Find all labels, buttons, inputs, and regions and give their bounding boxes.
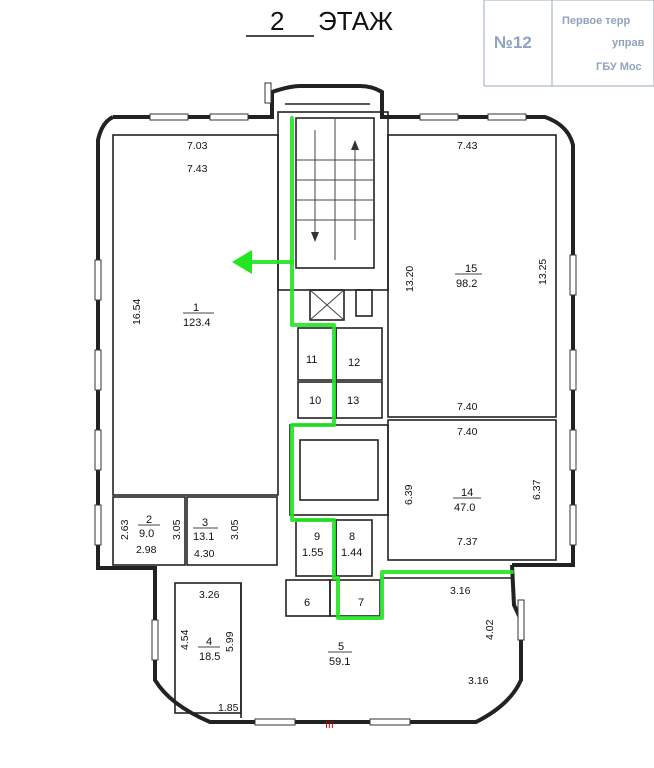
- room-9-number: 9: [314, 531, 320, 543]
- stamp-line1: Первое терр: [562, 15, 630, 27]
- stair-tag: III: [325, 719, 334, 731]
- room-12-number: 12: [348, 357, 360, 369]
- room-8-number: 8: [349, 531, 355, 543]
- dim-r2-left: 2.63: [119, 519, 131, 540]
- dimension-labels: 7.03 7.43 16.54 7.43 13.20 13.25 7.40 7.…: [119, 140, 549, 731]
- dim-r14-bottom: 7.37: [457, 536, 478, 548]
- dim-r15-bottom: 7.40: [457, 401, 478, 413]
- windows: [94, 82, 577, 726]
- dim-r5-right: 4.02: [484, 619, 496, 640]
- dim-r3-bottom: 4.30: [194, 548, 215, 560]
- room-10-number: 10: [309, 395, 321, 407]
- route-arrow-head: [232, 250, 252, 274]
- dim-r5-bottom: 3.16: [468, 675, 489, 687]
- evacuation-route: [232, 116, 514, 620]
- room-11-number: 11: [306, 354, 317, 366]
- dim-r4-right: 5.99: [224, 631, 236, 652]
- dim-r1-top-b: 7.43: [187, 163, 208, 175]
- dim-r2-bottom: 2.98: [136, 544, 157, 556]
- room-6-number: 6: [304, 597, 310, 609]
- dim-r14-top: 7.40: [457, 426, 478, 438]
- dim-r4-bottom: 1.85: [218, 702, 239, 714]
- dim-r1-side: 16.54: [131, 299, 143, 325]
- room-4-number: 4: [206, 636, 212, 648]
- outer-walls: [96, 84, 575, 724]
- room-4-area: 18.5: [199, 651, 220, 663]
- room-7-number: 7: [358, 597, 364, 609]
- room-15-area: 98.2: [456, 278, 477, 290]
- dim-r1-top-a: 7.03: [187, 140, 208, 152]
- room-14-area: 47.0: [454, 502, 475, 514]
- dim-r15-left: 13.20: [404, 266, 416, 292]
- room-8-area: 1.44: [341, 547, 362, 559]
- room-9-area: 1.55: [302, 547, 323, 559]
- stamp-number: №12: [494, 33, 532, 52]
- stamp-line2: управ: [612, 37, 645, 49]
- room-3-area: 13.1: [193, 531, 214, 543]
- room-15-number: 15: [465, 263, 477, 275]
- bti-stamp: №12 Первое терр управ ГБУ Мос: [483, 0, 654, 87]
- route-line: [290, 116, 514, 620]
- dim-r3-right: 3.05: [229, 519, 241, 540]
- room-2-area: 9.0: [139, 528, 154, 540]
- dim-r14-left: 6.39: [403, 484, 415, 505]
- dim-r2-right: 3.05: [171, 519, 183, 540]
- room-3-number: 3: [202, 517, 208, 529]
- room-5-area: 59.1: [329, 656, 350, 668]
- room-2-number: 2: [146, 514, 152, 526]
- floor-number: 2: [270, 6, 284, 36]
- dim-r14-right: 6.37: [531, 479, 543, 500]
- room-labels: 1 123.4 2 9.0 3 13.1 4 18.5 5 59.1 6 7 8…: [138, 263, 482, 668]
- stamp-line3: ГБУ Мос: [596, 61, 642, 73]
- dim-r4-top: 3.26: [199, 589, 220, 601]
- dim-r15-top: 7.43: [457, 140, 478, 152]
- room-14-number: 14: [461, 487, 473, 499]
- room-1-area: 123.4: [183, 317, 211, 329]
- inner-walls: [112, 111, 557, 718]
- dim-r4-left: 4.54: [179, 629, 191, 650]
- room-13-number: 13: [347, 395, 359, 407]
- dim-r5-top: 3.16: [450, 585, 471, 597]
- dim-r15-right: 13.25: [537, 259, 549, 285]
- room-5-number: 5: [338, 641, 344, 653]
- room-1-number: 1: [193, 302, 199, 314]
- floor-title: ЭТАЖ: [318, 6, 393, 36]
